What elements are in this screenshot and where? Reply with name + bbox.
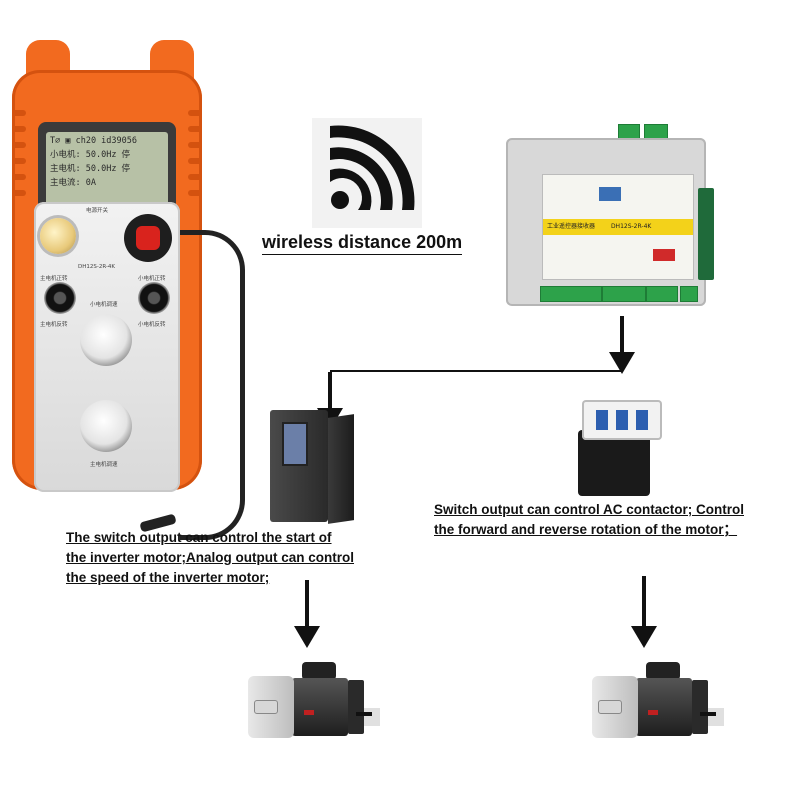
lanyard — [180, 230, 245, 540]
inverter-caption: The switch output can control the start … — [66, 528, 354, 588]
status-indicator — [599, 187, 621, 201]
connector-line — [305, 580, 309, 630]
antenna-board — [698, 188, 714, 280]
caption-line: The switch output can control the start … — [66, 530, 332, 545]
power-switch-label: 电源开关 — [86, 208, 109, 214]
bottom-terminal-block — [680, 286, 698, 302]
button-1-label: 小电机调速 — [90, 302, 118, 308]
arrow-down-icon — [631, 626, 657, 648]
receiver-unit: 工业遥控器接收器 DH12S-2R-4K — [498, 122, 714, 312]
contactor-caption: Switch output can control AC contactor; … — [434, 500, 744, 540]
selector-left-top-label: 主电机正转 — [40, 276, 68, 282]
receiver-label: 工业遥控器接收器 DH12S-2R-4K — [542, 174, 694, 280]
lcd-line: T⌀ ▣ ch20 id39056 — [50, 136, 137, 146]
bottom-terminal-block — [646, 286, 678, 302]
remote-transmitter: T⌀ ▣ ch20 id39056 小电机: 50.0Hz 停 主电机: 50.… — [0, 40, 245, 540]
wifi-icon — [312, 118, 422, 228]
button-2-label: 主电机调速 — [90, 462, 118, 468]
selector-left-bottom-label: 主电机反转 — [40, 322, 68, 328]
servo-motor-left — [244, 662, 380, 752]
lcd-screen: T⌀ ▣ ch20 id39056 小电机: 50.0Hz 停 主电机: 50.… — [46, 132, 168, 208]
power-switch[interactable] — [124, 214, 172, 262]
selector-right-top-label: 小电机正转 — [138, 276, 166, 282]
caption-line: the inverter motor;Analog output can con… — [66, 550, 355, 565]
selector-right-bottom-label: 小电机反转 — [138, 322, 166, 328]
connector-line — [328, 372, 332, 412]
arrow-down-icon — [609, 352, 635, 374]
indicator-lamp — [40, 218, 76, 254]
inverter — [264, 410, 360, 526]
selector-switch-left[interactable] — [44, 282, 76, 314]
contactor-base — [578, 430, 650, 496]
connector-line — [642, 576, 646, 630]
receiver-case: 工业遥控器接收器 DH12S-2R-4K — [506, 138, 714, 306]
connector-line — [330, 370, 622, 372]
arrow-down-icon — [294, 626, 320, 648]
receiver-model: DH12S-2R-4K — [610, 223, 652, 230]
lcd-line: 主电流: 0A — [50, 178, 96, 188]
contactor-top — [582, 400, 662, 440]
servo-motor-right — [588, 662, 724, 752]
receiver-title-band: 工业遥控器接收器 DH12S-2R-4K — [543, 219, 693, 235]
inverter-side — [328, 414, 354, 524]
bottom-terminal-block — [602, 286, 646, 302]
push-button-2[interactable] — [80, 400, 132, 452]
lcd-line: 小电机: 50.0Hz 停 — [50, 150, 131, 160]
remote-model: DH12S-2R-4K — [78, 264, 116, 270]
power-indicator — [653, 249, 675, 261]
ac-contactor — [566, 390, 676, 500]
wireless-distance-label: wireless distance 200m — [262, 232, 463, 255]
inverter-display — [282, 422, 308, 466]
caption-line: Switch output can control AC contactor; … — [434, 502, 744, 517]
connector-line — [620, 316, 624, 356]
caption-line: the speed of the inverter motor; — [66, 570, 270, 585]
push-button-1[interactable] — [80, 314, 132, 366]
inverter-front — [270, 410, 328, 522]
bottom-terminal-block — [540, 286, 602, 302]
caption-line: the forward and reverse rotation of the … — [434, 522, 738, 537]
control-panel: 电源开关 DH12S-2R-4K 主电机正转 小电机正转 小电机调速 主电机反转… — [34, 202, 180, 492]
lcd-line: 主电机: 50.0Hz 停 — [50, 164, 131, 174]
receiver-title: 工业遥控器接收器 — [547, 223, 596, 230]
selector-switch-right[interactable] — [138, 282, 170, 314]
